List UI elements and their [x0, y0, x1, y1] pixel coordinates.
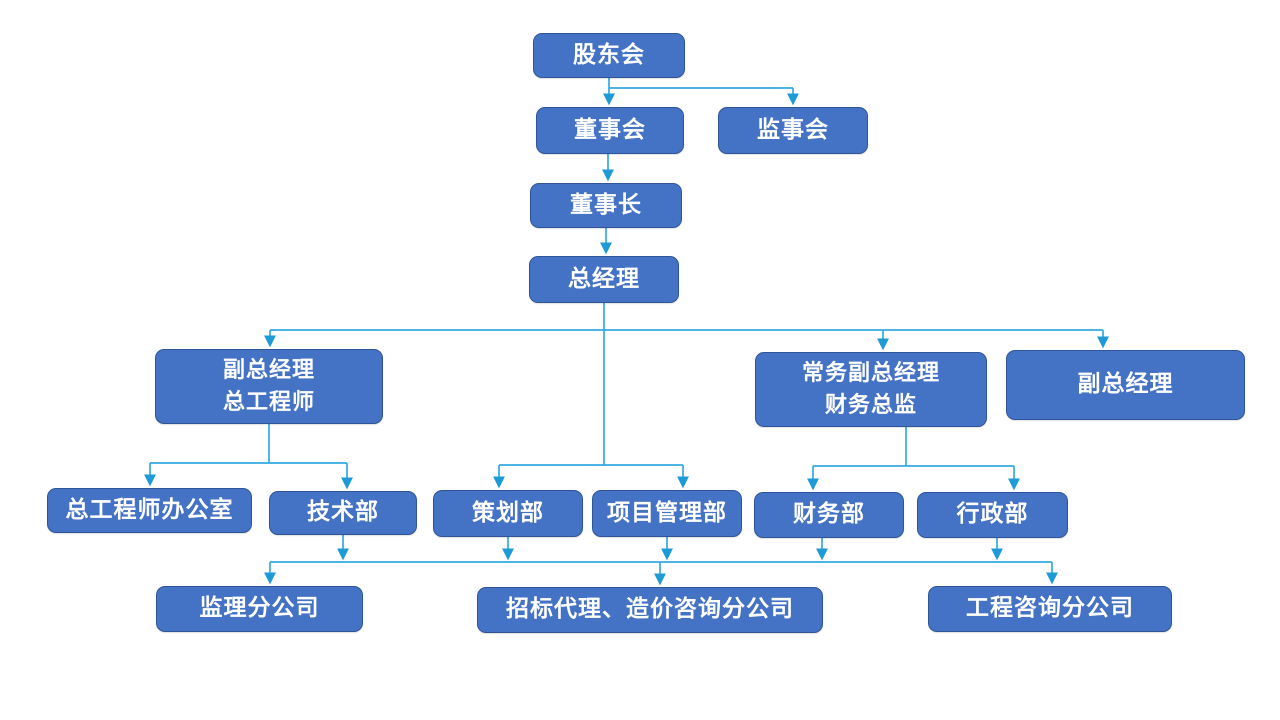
node-planning-dept: 策划部	[433, 490, 583, 537]
node-chairman: 董事长	[530, 183, 682, 228]
node-board-of-directors: 董事会	[536, 107, 684, 154]
node-engineering-consulting-branch: 工程咨询分公司	[928, 586, 1172, 632]
node-deputy-gm-chief-engineer: 副总经理 总工程师	[155, 349, 383, 424]
edge-shareholders-tee	[608, 78, 793, 89]
node-administration-dept: 行政部	[917, 492, 1068, 538]
node-technology-dept: 技术部	[269, 491, 417, 535]
node-board-of-supervisors: 监事会	[718, 107, 868, 154]
node-project-management-dept: 项目管理部	[592, 490, 742, 537]
node-supervision-branch: 监理分公司	[156, 586, 363, 632]
node-chief-engineer-office: 总工程师办公室	[47, 488, 252, 533]
node-shareholders-meeting: 股东会	[533, 33, 685, 78]
node-bidding-agency-cost-consulting-branch: 招标代理、造价咨询分公司	[477, 587, 823, 633]
node-finance-dept: 财务部	[754, 492, 904, 538]
node-general-manager: 总经理	[529, 256, 679, 303]
node-deputy-gm: 副总经理	[1006, 350, 1245, 420]
node-executive-deputy-gm-cfo: 常务副总经理 财务总监	[755, 352, 987, 427]
